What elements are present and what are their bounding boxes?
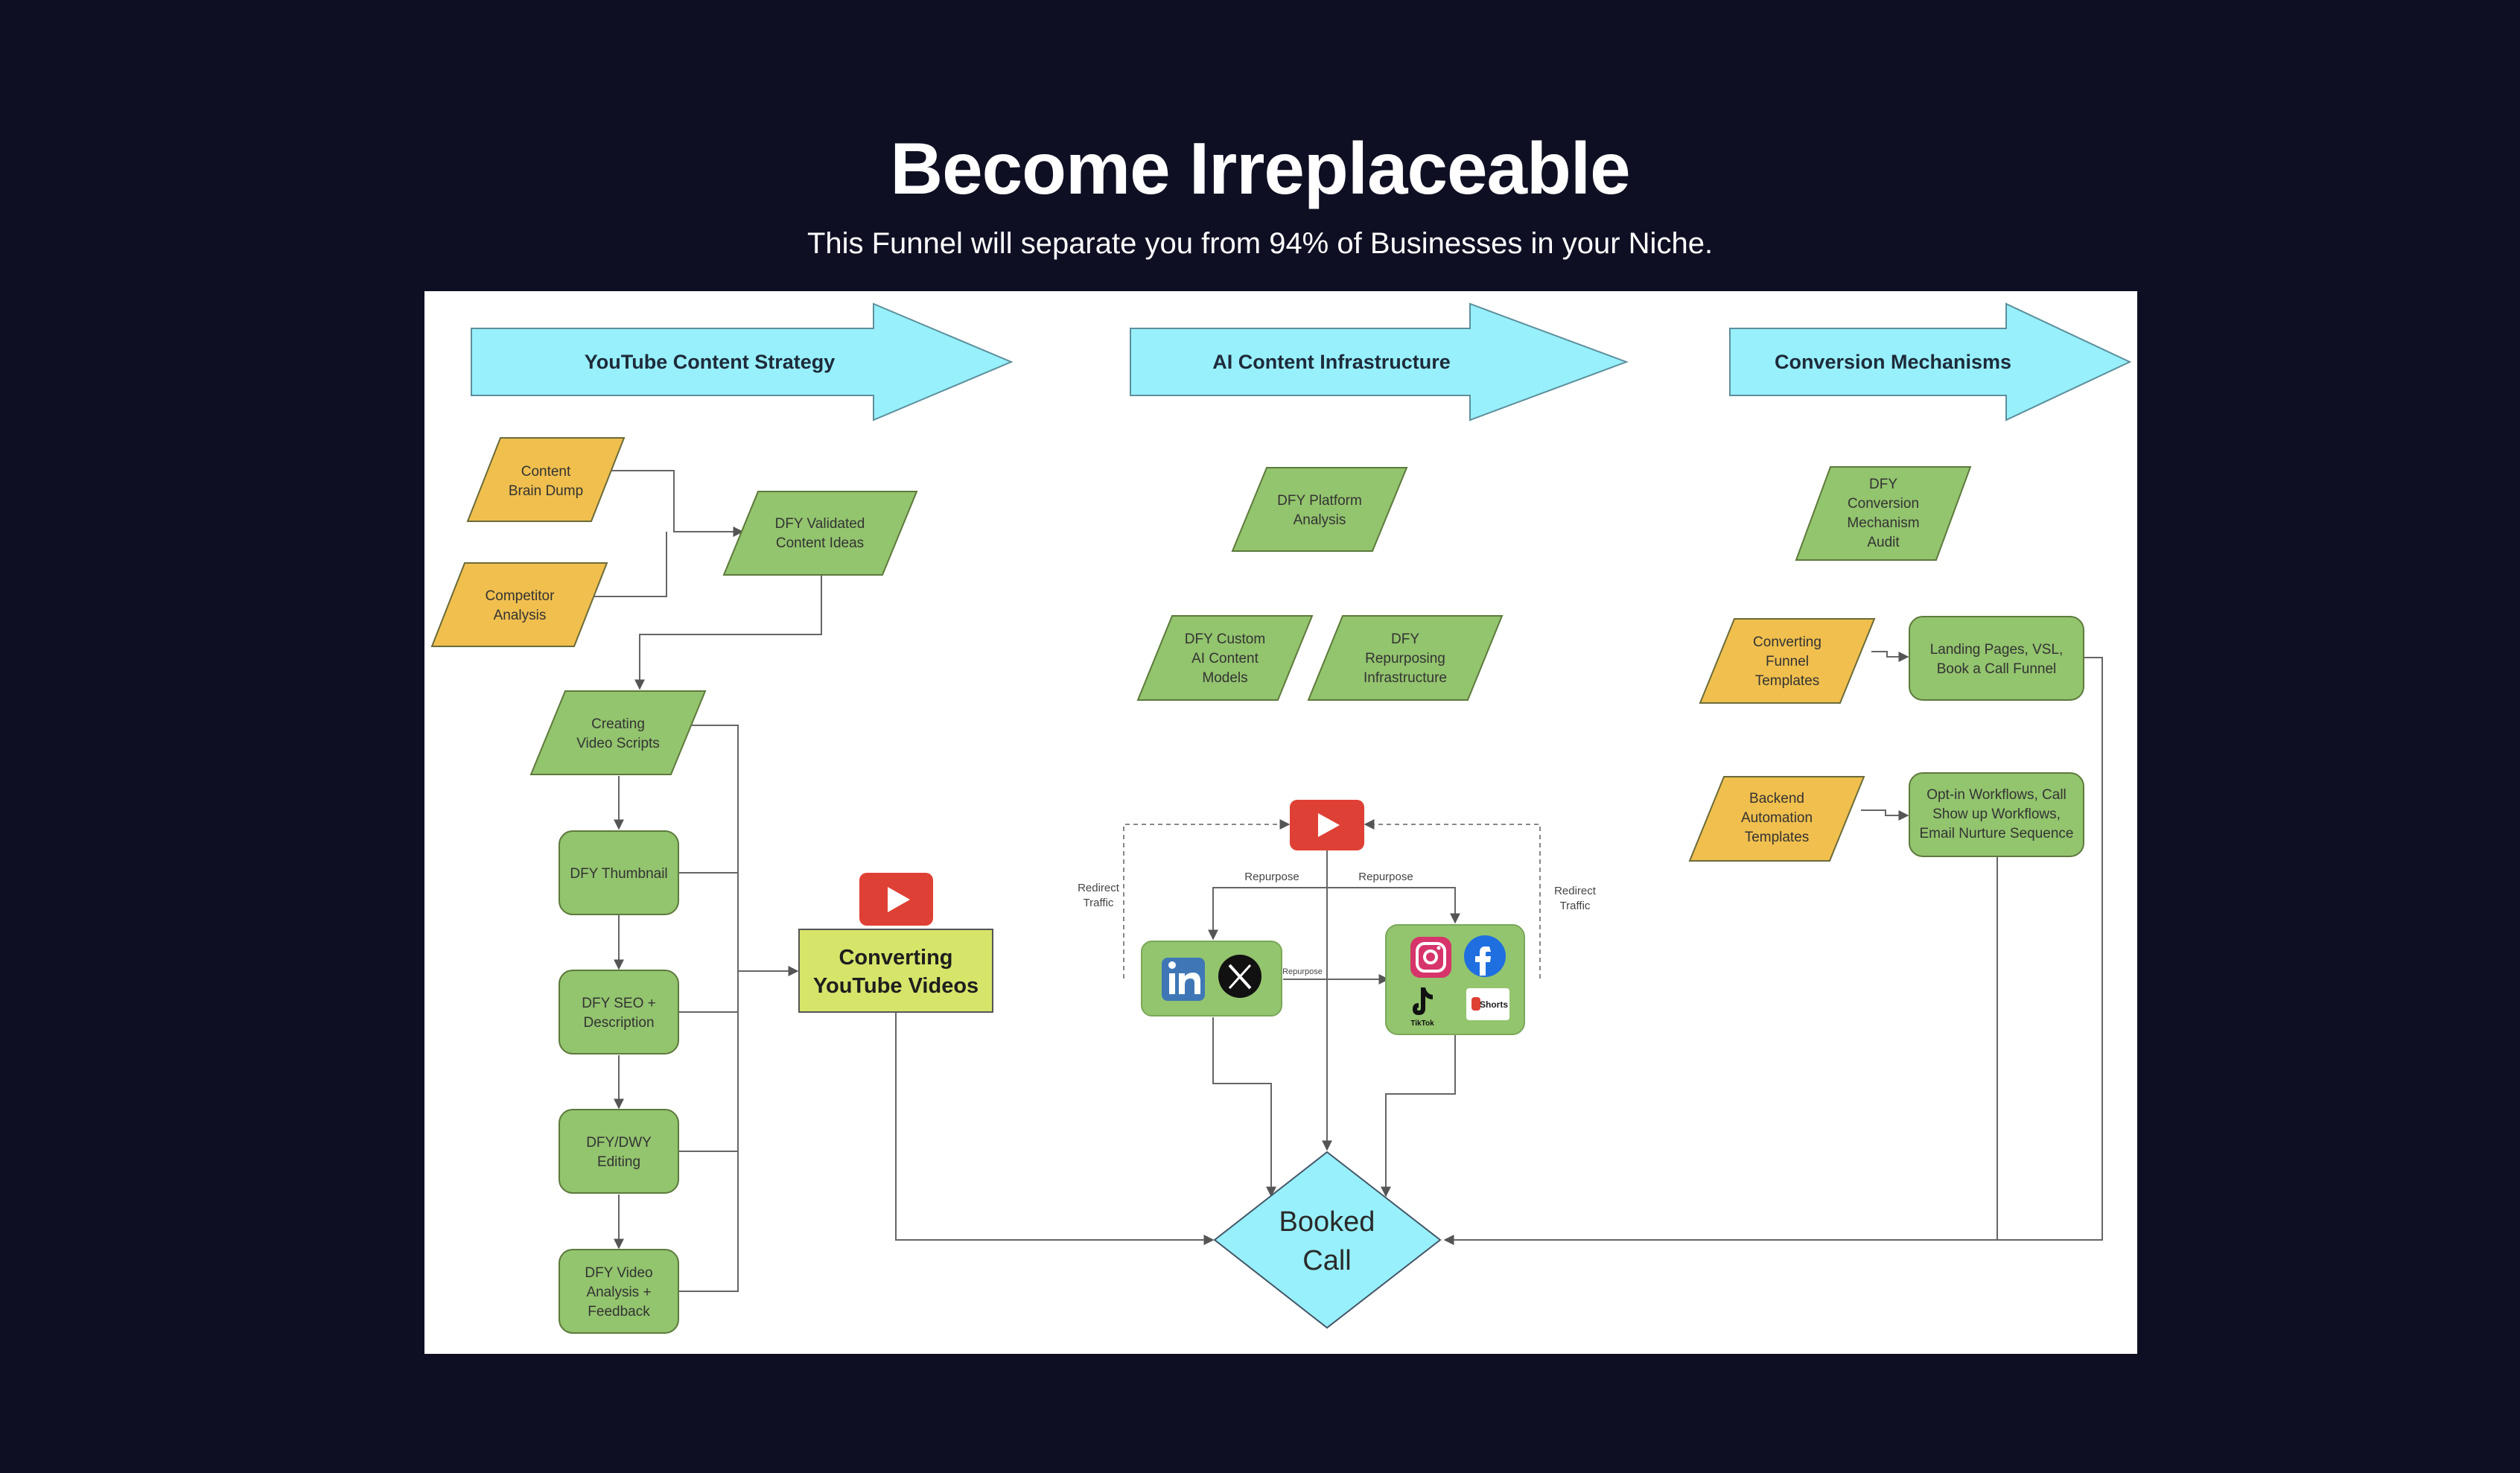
svg-text:Shorts: Shorts (1480, 999, 1508, 1010)
repurpose-label-right: Repurpose (1358, 871, 1413, 883)
facebook-icon (1464, 935, 1506, 977)
svg-text:DFY Thumbnail: DFY Thumbnail (570, 866, 667, 882)
node-landing-pages-vsl: Landing Pages, VSL,Book a Call Funnel (1909, 616, 2084, 701)
youtube-logo-icon (859, 873, 933, 926)
stage-arrow-ai: AI Content Infrastructure (1130, 302, 1629, 421)
linkedin-icon (1162, 958, 1205, 1001)
stage-label-ai: AI Content Infrastructure (1212, 351, 1451, 373)
repurpose-label-mid: Repurpose (1282, 967, 1323, 976)
stage-label-conversion: Conversion Mechanisms (1775, 351, 2011, 373)
youtube-shorts-icon: Shorts (1466, 988, 1509, 1020)
svg-text:TikTok: TikTok (1410, 1019, 1434, 1028)
node-dfy-seo-description: DFY SEO +Description (559, 970, 679, 1054)
svg-text:DFY SEO +Description: DFY SEO +Description (582, 996, 655, 1031)
youtube-hub-icon (1290, 800, 1364, 850)
stage-arrow-conversion: Conversion Mechanisms (1729, 302, 2132, 421)
stage-label-youtube: YouTube Content Strategy (585, 351, 836, 373)
connectors (588, 470, 2103, 1292)
page-subtitle: This Funnel will separate you from 94% o… (806, 227, 1714, 260)
node-dfy-thumbnail: DFY Thumbnail (559, 830, 679, 915)
tiktok-icon: TikTok (1410, 987, 1434, 1028)
instagram-icon (1410, 937, 1451, 978)
redirect-traffic-lines (1123, 819, 1541, 979)
social-platforms-card: TikTok Shorts (1385, 924, 1525, 1035)
page-title: Become Irreplaceable (890, 127, 1630, 209)
svg-text:Landing Pages, VSL,Book a Call: Landing Pages, VSL,Book a Call Funnel (1930, 642, 2064, 677)
x-twitter-icon (1218, 955, 1261, 998)
stage-arrow-youtube: YouTube Content Strategy (471, 302, 1014, 421)
linkedin-x-card (1141, 941, 1282, 1017)
repurpose-label-left: Repurpose (1244, 871, 1299, 883)
funnel-diagram: YouTube Content Strategy AI Content Infr… (424, 291, 2137, 1354)
